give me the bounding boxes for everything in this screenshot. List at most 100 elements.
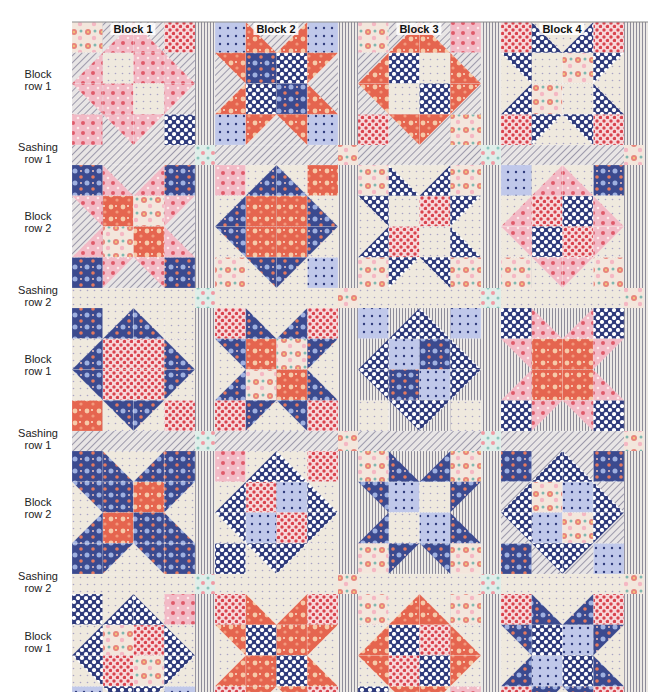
fabric-patch bbox=[358, 196, 389, 258]
fabric-patch bbox=[134, 196, 165, 227]
fabric-patch bbox=[215, 196, 246, 227]
fabric-patch bbox=[307, 625, 338, 687]
fabric-patch bbox=[389, 594, 451, 625]
fabric-patch bbox=[164, 451, 195, 482]
fabric-patch bbox=[164, 482, 195, 544]
fabric-patch bbox=[246, 114, 308, 145]
fabric-patch bbox=[532, 22, 594, 53]
fabric-patch bbox=[307, 53, 338, 115]
fabric-patch bbox=[72, 308, 103, 339]
fabric-patch bbox=[593, 451, 624, 482]
fabric-patch bbox=[389, 543, 451, 574]
fabric-patch bbox=[563, 513, 594, 544]
fabric-patch bbox=[358, 114, 389, 145]
fabric-patch bbox=[277, 482, 308, 513]
fabric-patch bbox=[215, 686, 246, 692]
fabric-patch bbox=[501, 482, 532, 513]
fabric-patch bbox=[72, 339, 103, 370]
fabric-patch bbox=[563, 625, 594, 656]
fabric-patch bbox=[501, 625, 532, 687]
fabric-patch bbox=[246, 308, 308, 339]
fabric-patch bbox=[532, 513, 563, 544]
star-block bbox=[501, 165, 624, 288]
horizontal-sashing bbox=[72, 431, 195, 451]
fabric-patch bbox=[593, 686, 624, 692]
fabric-patch bbox=[215, 482, 246, 513]
fabric-patch bbox=[277, 625, 308, 656]
fabric-patch bbox=[450, 482, 481, 544]
fabric-patch bbox=[164, 625, 195, 656]
fabric-patch bbox=[420, 400, 451, 431]
fabric-patch bbox=[563, 227, 594, 258]
row-label: Sashing row 2 bbox=[15, 570, 61, 594]
fabric-patch bbox=[532, 400, 594, 431]
fabric-patch bbox=[246, 656, 277, 687]
fabric-patch bbox=[277, 513, 308, 544]
fabric-patch bbox=[215, 196, 246, 258]
star-block bbox=[215, 22, 338, 145]
fabric-patch bbox=[72, 196, 103, 258]
fabric-patch bbox=[103, 513, 134, 544]
fabric-patch bbox=[389, 686, 451, 692]
fabric-patch bbox=[420, 227, 451, 258]
fabric-patch bbox=[277, 339, 308, 370]
fabric-patch bbox=[72, 451, 103, 482]
fabric-patch bbox=[450, 482, 481, 544]
fabric-patch bbox=[450, 22, 481, 53]
star-block bbox=[358, 165, 481, 288]
fabric-patch bbox=[532, 625, 563, 656]
fabric-patch bbox=[389, 114, 420, 145]
fabric-patch bbox=[215, 513, 246, 544]
fabric-patch bbox=[358, 196, 389, 258]
fabric-patch bbox=[307, 196, 338, 227]
horizontal-sashing bbox=[72, 145, 195, 165]
fabric-patch bbox=[72, 482, 103, 544]
fabric-patch bbox=[103, 308, 134, 339]
fabric-patch bbox=[420, 482, 451, 513]
fabric-patch bbox=[532, 686, 594, 692]
cornerstone bbox=[624, 288, 644, 308]
fabric-patch bbox=[134, 594, 165, 625]
fabric-patch bbox=[389, 625, 420, 656]
star-block bbox=[358, 22, 481, 145]
fabric-patch bbox=[501, 308, 532, 339]
fabric-patch bbox=[246, 625, 277, 656]
fabric-patch bbox=[134, 227, 165, 258]
column-label: Block 3 bbox=[396, 23, 441, 35]
fabric-patch bbox=[246, 594, 308, 625]
fabric-patch bbox=[450, 625, 481, 687]
fabric-patch bbox=[307, 165, 338, 196]
fabric-patch bbox=[593, 339, 624, 401]
fabric-patch bbox=[420, 84, 451, 115]
fabric-patch bbox=[307, 400, 338, 431]
fabric-patch bbox=[420, 513, 451, 544]
fabric-patch bbox=[501, 53, 532, 115]
fabric-patch bbox=[593, 22, 624, 53]
fabric-patch bbox=[501, 165, 532, 196]
fabric-patch bbox=[72, 339, 103, 401]
fabric-patch bbox=[501, 114, 532, 145]
fabric-patch bbox=[134, 625, 165, 656]
fabric-patch bbox=[450, 308, 481, 339]
fabric-patch bbox=[215, 308, 246, 339]
fabric-patch bbox=[164, 625, 195, 687]
cornerstone bbox=[195, 145, 215, 165]
fabric-patch bbox=[307, 227, 338, 258]
column-label: Block 4 bbox=[539, 23, 584, 35]
fabric-patch bbox=[134, 656, 165, 687]
star-block bbox=[72, 165, 195, 288]
row-label: Sashing row 1 bbox=[15, 427, 61, 451]
cornerstone bbox=[338, 288, 358, 308]
fabric-patch bbox=[501, 513, 532, 544]
fabric-patch bbox=[246, 165, 308, 196]
fabric-patch bbox=[307, 513, 338, 544]
fabric-patch bbox=[277, 257, 308, 288]
fabric-patch bbox=[103, 22, 165, 53]
fabric-patch bbox=[501, 686, 532, 692]
fabric-patch bbox=[103, 339, 134, 370]
fabric-patch bbox=[420, 370, 451, 401]
fabric-patch bbox=[389, 686, 420, 692]
fabric-patch bbox=[389, 400, 451, 431]
fabric-patch bbox=[103, 84, 134, 115]
fabric-patch bbox=[450, 543, 481, 574]
